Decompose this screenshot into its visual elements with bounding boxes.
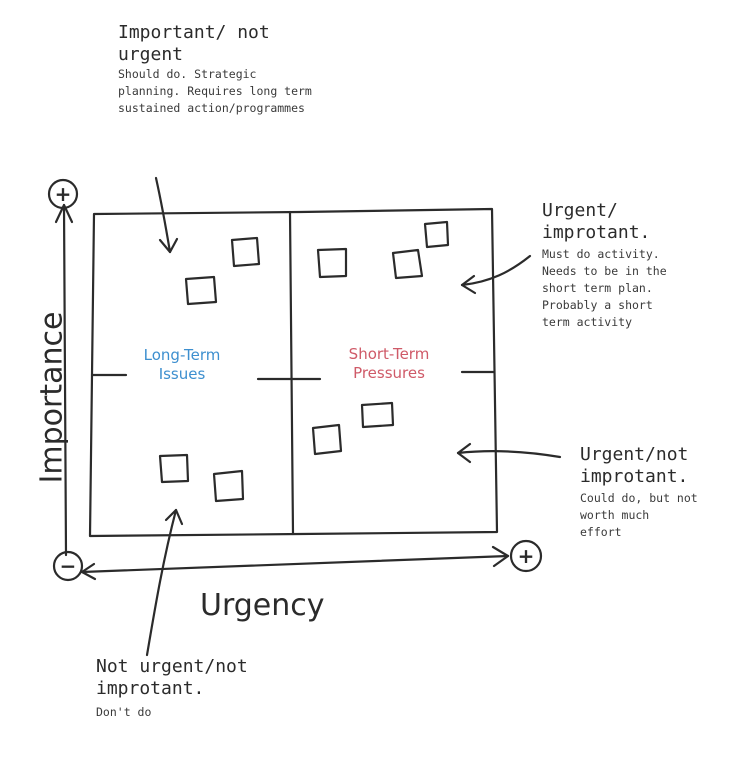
annotation-title-line1: Urgent/ — [542, 200, 618, 221]
annotation-body-line: Needs to be in the — [542, 264, 667, 278]
annotation-not-urgent-not-important: Not urgent/not improtant. Don't do — [96, 656, 316, 721]
x-axis-left-arrowhead — [80, 562, 97, 581]
x-axis-arrowhead — [491, 545, 510, 568]
item-square — [158, 453, 190, 484]
matrix-outer-box — [88, 207, 499, 538]
annotation-body-line: Don't do — [96, 705, 152, 719]
annotation-title-line2: urgent — [118, 44, 184, 65]
x-axis-line — [80, 554, 510, 574]
annotation-title-line1: Urgent/not — [580, 444, 689, 465]
short-term-line: Short-Term — [348, 345, 430, 363]
x-axis-label: Urgency — [200, 588, 325, 623]
annotation-body-line: term activity — [542, 315, 633, 329]
long-term-issues-label: Long-Term Issues — [130, 346, 234, 384]
annotation-urgent-not-important: Urgent/not improtant. Could do, but not … — [580, 444, 735, 541]
origin-circle — [52, 550, 84, 582]
annotation-body-line: Could do, but not — [580, 491, 698, 505]
x-end-sign: + — [518, 544, 535, 568]
y-axis-line — [62, 203, 68, 557]
annotation-title-line2: improtant. — [542, 222, 651, 243]
y-end-sign: + — [55, 182, 72, 206]
matrix-vertical-divider — [288, 210, 295, 536]
item-square — [311, 423, 343, 456]
arrow-bottom-left — [145, 508, 178, 657]
annotation-body-line: Probably a short — [542, 298, 653, 312]
y-axis-arrowhead — [54, 203, 74, 224]
arrow-top-right — [460, 254, 532, 287]
annotation-title-line2: improtant. — [96, 678, 205, 699]
annotation-body-line: sustained action/programmes — [118, 101, 305, 115]
annotation-body-line: worth much — [580, 508, 650, 522]
arrow-bottom-right-head — [456, 442, 472, 464]
origin-sign: − — [60, 554, 77, 578]
arrow-top-left — [154, 176, 172, 254]
annotation-body-line: planning. Requires long term — [118, 84, 312, 98]
annotation-body-line: Should do. Strategic — [118, 67, 257, 81]
arrow-bottom-right — [456, 450, 562, 459]
annotation-body-line: Must do activity. — [542, 247, 660, 261]
y-end-circle — [47, 178, 79, 210]
issues-line: Issues — [158, 365, 206, 383]
long-term-line: Long-Term — [143, 346, 221, 364]
short-term-pressures-label: Short-Term Pressures — [324, 345, 454, 383]
annotation-important-not-urgent: Important/ not urgent Should do. Strateg… — [118, 22, 368, 117]
item-square — [360, 401, 395, 429]
arrow-top-left-head — [158, 237, 179, 254]
item-square — [184, 275, 218, 306]
annotation-urgent-important: Urgent/ improtant. Must do activity. Nee… — [542, 200, 732, 331]
item-square — [212, 469, 245, 503]
item-square — [423, 220, 450, 249]
arrow-bottom-left-head — [164, 508, 184, 526]
annotation-body-line: short term plan. — [542, 281, 653, 295]
pressures-line: Pressures — [353, 364, 425, 382]
annotation-title-line2: improtant. — [580, 466, 689, 487]
annotation-title-line1: Important/ not — [118, 22, 270, 43]
item-square — [230, 236, 261, 268]
arrow-top-right-head — [460, 274, 477, 295]
x-end-circle — [509, 539, 543, 573]
y-axis-label: Importance — [34, 311, 70, 484]
annotation-body-line: effort — [580, 525, 622, 539]
item-square — [391, 248, 424, 280]
annotation-title-line1: Not urgent/not — [96, 656, 248, 677]
item-square — [316, 247, 348, 279]
